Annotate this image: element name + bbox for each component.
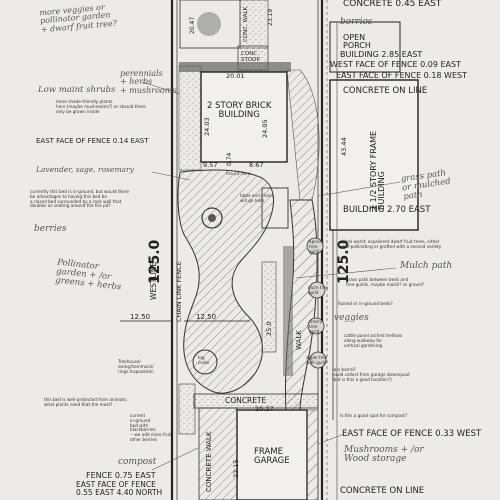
label-concrete-on-line-bottom: CONCRETE ON LINE bbox=[340, 486, 425, 496]
note-compost-spot: Is this a good spot for compost? bbox=[340, 413, 408, 418]
label-open-porch: OPEN PORCH bbox=[343, 33, 371, 51]
blackberry-bed bbox=[178, 383, 196, 435]
label-east-fence-014: EAST FACE OF FENCE 0.14 EAST bbox=[36, 137, 149, 145]
north-shrub-bed bbox=[179, 62, 291, 72]
conc-walk-top bbox=[239, 0, 269, 49]
dim-125-left: 125.0 bbox=[147, 239, 163, 284]
west-shrub-bed bbox=[178, 65, 202, 171]
label-conc-walk-top: CONC. WALK bbox=[243, 6, 249, 42]
dwarf-tree-symbol bbox=[197, 12, 221, 36]
note-berries-left: berries bbox=[34, 224, 67, 234]
concrete-pad bbox=[193, 393, 319, 409]
note-apple: apple tree with guild bbox=[306, 355, 328, 365]
note-shade-shrubs: more shade-friendly plants here (maybe m… bbox=[56, 99, 146, 114]
note-currently-flat: currently this bed is in-ground, but wou… bbox=[30, 189, 129, 209]
east-walk-curve bbox=[286, 69, 320, 201]
leader-lavender bbox=[151, 171, 191, 181]
leader-shrubs bbox=[141, 81, 181, 95]
label-east-fence-018: EAST FACE OF FENCE 0.18 WEST bbox=[336, 71, 467, 80]
label-concrete-on-line-top: CONCRETE ON LINE bbox=[343, 86, 428, 96]
lawn-area-north bbox=[177, 169, 275, 394]
note-fire-pit: fire pit here bbox=[226, 171, 251, 176]
note-current-bed: current in-ground bed with blackberries … bbox=[130, 413, 174, 443]
note-berries-top: berries bbox=[340, 17, 373, 27]
note-plum: plum tree guild bbox=[308, 285, 329, 295]
side-strip bbox=[306, 409, 319, 500]
note-low-maint: Low maint shrubs bbox=[38, 85, 116, 95]
label-frame-building: 1 1/2 STORY FRAME BUILDING bbox=[369, 130, 387, 210]
label-conc-stoop: CONC STOOP bbox=[241, 51, 260, 63]
apricot-guild bbox=[306, 237, 324, 255]
label-brick-building: 2 STORY BRICK BUILDING bbox=[207, 101, 272, 120]
dim-2319: 23.19 bbox=[267, 8, 274, 26]
label-building-285: BUILDING 2.85 EAST bbox=[340, 50, 423, 59]
dim-2403: 24.03 bbox=[203, 117, 211, 136]
dim-2047: 20.47 bbox=[189, 16, 196, 34]
dim-2215: 22.15 bbox=[232, 459, 240, 478]
leader-fence-033 bbox=[317, 433, 345, 445]
frame-building bbox=[329, 79, 419, 231]
brick-building bbox=[200, 71, 288, 163]
note-treehouse: Treehouse/ swing/hammock/ rings trapeze/… bbox=[118, 359, 154, 374]
mulch-path-strip bbox=[283, 246, 293, 376]
note-mushrooms-wood: Mushrooms + /or Wood storage bbox=[344, 445, 424, 465]
apple-guild bbox=[309, 351, 327, 369]
note-raised-inground: Raised or in-ground beds? bbox=[338, 301, 393, 306]
dim-867: 8.67 bbox=[249, 161, 264, 169]
dim-2027: 20.27 bbox=[255, 405, 274, 413]
dim-1250-west: 12.50 bbox=[130, 313, 151, 321]
trellis-beds bbox=[261, 261, 277, 353]
cherry-guild bbox=[307, 317, 325, 335]
label-concrete-mid: CONCRETE bbox=[225, 396, 267, 405]
big-cedar bbox=[192, 349, 218, 375]
note-big-cedar: big cedar bbox=[198, 355, 210, 365]
leader-grass bbox=[317, 181, 401, 197]
dim-2001: 20.01 bbox=[226, 72, 245, 80]
label-east-fence-055: EAST FACE OF FENCE 0.55 EAST 4.40 NORTH bbox=[76, 480, 163, 497]
label-concrete-045: CONCRETE 0.45 EAST bbox=[343, 0, 442, 9]
label-fence-075: FENCE 0.75 EAST bbox=[86, 471, 156, 480]
label-frame-garage: FRAME GARAGE bbox=[254, 447, 290, 466]
label-chain-link: CHAIN LINK FENCE bbox=[175, 261, 183, 322]
note-protected: this bed is well-protected from animals;… bbox=[44, 397, 128, 407]
note-lavender: Lavender, sage, rosemary bbox=[36, 165, 134, 174]
plum-guild bbox=[308, 281, 326, 299]
leader-mulch bbox=[295, 267, 397, 279]
dim-1250-mid: 12.50 bbox=[196, 313, 217, 321]
note-cherry: cherry tree guild bbox=[309, 319, 323, 334]
concrete-walk-bottom bbox=[198, 407, 238, 500]
dim-2570: 25.0 bbox=[265, 321, 273, 336]
label-east-fence-033: EAST FACE OF FENCE 0.33 WEST bbox=[342, 429, 482, 439]
open-porch bbox=[329, 21, 401, 73]
note-compost: compost bbox=[118, 457, 157, 467]
label-concrete-walk-bottom: CONCRETE WALK bbox=[205, 431, 213, 492]
note-rain-barrel: rain barrel? could collect from garage d… bbox=[332, 367, 410, 382]
note-table-chairs: table and chairs will go here bbox=[240, 193, 274, 203]
note-cattle-panel: cattle panel arched trellises along walk… bbox=[344, 333, 403, 348]
note-perennials: perennials + herbs + mushrooms bbox=[120, 69, 177, 95]
note-veggies: veggies bbox=[334, 313, 369, 323]
note-grass-between: grass path between beds and tree guilds,… bbox=[346, 277, 424, 287]
dim-2405: 24.05 bbox=[261, 119, 269, 138]
dim-074: 0.74 bbox=[226, 152, 233, 166]
dim-957: 9.57 bbox=[203, 161, 218, 169]
note-mulch-path: Mulch path bbox=[400, 261, 453, 271]
note-ideal-world: ideal world: espaliered dwarf fruit tree… bbox=[342, 239, 442, 249]
label-west-fence-009: WEST FACE OF FENCE 0.09 EAST bbox=[330, 60, 461, 69]
label-walk-right: WALK bbox=[295, 330, 303, 350]
label-building-270: BUILDING 2.70 EAST bbox=[343, 205, 431, 215]
dim-4344: 43.44 bbox=[340, 137, 348, 156]
leader-compost bbox=[151, 447, 199, 471]
note-apricot: apricot tree guild bbox=[309, 239, 324, 254]
